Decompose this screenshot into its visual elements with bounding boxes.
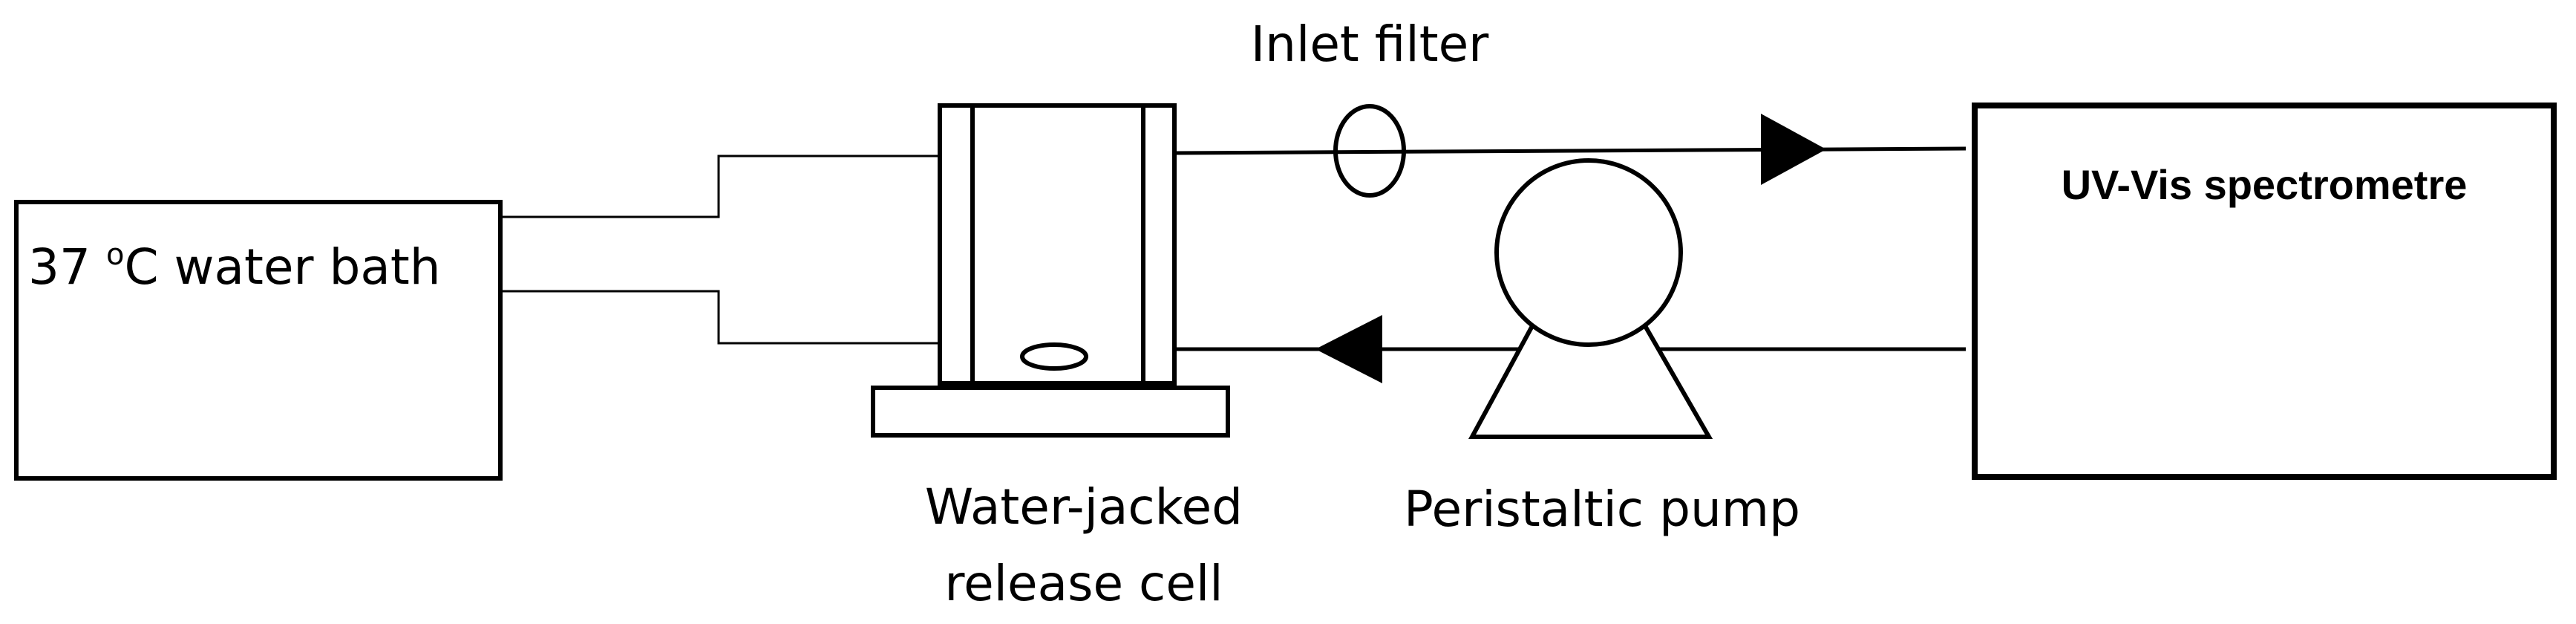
flow-arrow-right-icon [1761, 114, 1826, 185]
pump-label: Peristaltic pump [1404, 481, 1800, 538]
water-bath-label-degree: o [106, 238, 124, 272]
cell-jacket-outer [938, 103, 1177, 386]
release-cell-label-line1: Water-jacked [925, 478, 1243, 536]
peristaltic-pump: Peristaltic pump [1404, 158, 1800, 538]
spectrometer: UV-Vis spectrometre [1972, 103, 2557, 480]
cell-base [871, 386, 1230, 438]
water-bath-label-suffix: C water bath [124, 238, 440, 296]
release-cell-label-line2: release cell [944, 555, 1223, 612]
flow-arrow-left-icon [1315, 315, 1382, 383]
water-bath-box [14, 200, 503, 481]
spectrometer-box [1972, 103, 2557, 480]
tube-to-spectrometer [1174, 146, 1967, 155]
spectrometer-label: UV-Vis spectrometre [2062, 161, 2468, 208]
inlet-filter-label: Inlet filter [1251, 16, 1489, 73]
pump-rotor [1494, 158, 1683, 347]
stir-bar [1020, 342, 1088, 371]
bath-return-line [500, 290, 938, 345]
bath-outlet-line [500, 155, 938, 218]
inlet-filter-icon [1333, 104, 1406, 198]
water-bath-label: 37 oC water bath [28, 238, 441, 296]
water-bath-label-prefix: 37 [28, 238, 106, 296]
release-cell: Water-jacked release cell [871, 103, 1243, 612]
water-bath: 37 oC water bath [14, 200, 503, 481]
